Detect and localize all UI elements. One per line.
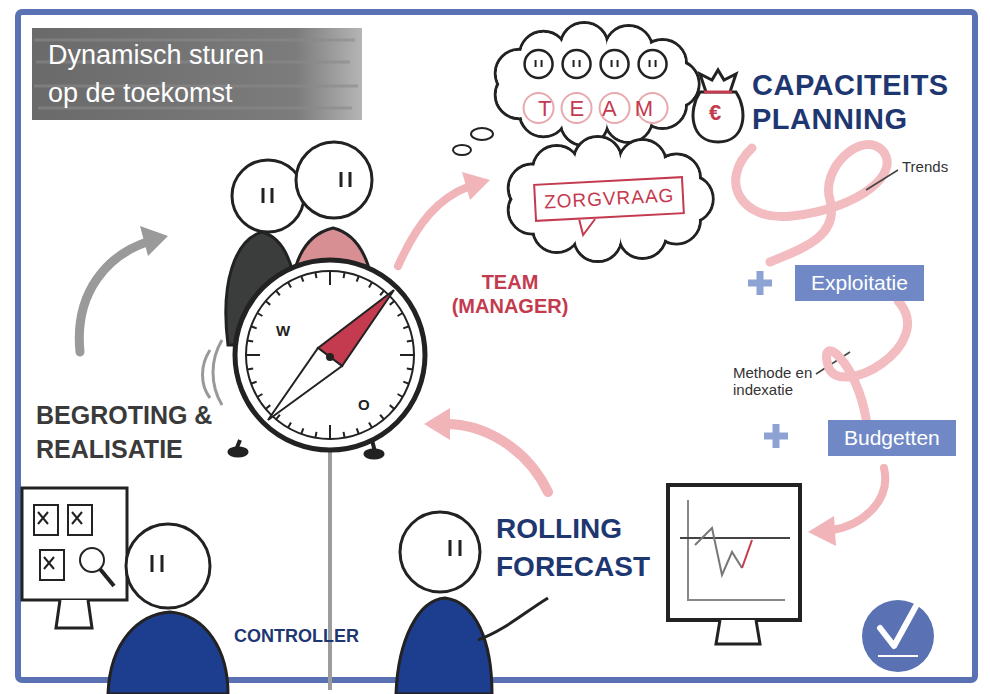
label-box: TEAM (MANAGER): [440, 270, 580, 318]
compass-tick: [398, 313, 403, 316]
thought-cloud: TEAM: [490, 20, 701, 148]
compass-tick: [301, 276, 303, 282]
compass-tick: [400, 354, 414, 356]
compass-tick: [329, 271, 331, 285]
budget-monitor: [22, 488, 127, 628]
title: Dynamisch sturen op de toekomst: [48, 36, 288, 112]
forecast-monitor: [668, 485, 800, 644]
compass-tick: [390, 405, 395, 409]
plan-band: Budgetten: [828, 420, 956, 456]
section-heading: ROLLING FORECAST: [496, 510, 666, 586]
callout-label: Methode en indexatie: [733, 364, 833, 398]
compass-tick: [390, 301, 395, 305]
compass-tick: [266, 405, 271, 409]
cloud-outline: [490, 20, 701, 148]
compass-tick: [344, 432, 345, 438]
compass-tick: [251, 326, 257, 328]
speech-box-text: ZORGVRAAG: [533, 176, 685, 222]
grey-arrow: [79, 226, 168, 352]
label-box: W: [276, 322, 298, 339]
compass-tick: [246, 354, 260, 356]
compass-tick: [369, 282, 372, 287]
title-box: Dynamisch sturen op de toekomst: [48, 36, 348, 112]
currency-symbol: €: [709, 100, 729, 126]
role-label: CONTROLLER: [234, 626, 384, 647]
compass-tick: [403, 382, 409, 384]
compass-tick: [380, 291, 384, 296]
compass-tick: [329, 425, 331, 439]
cloud-text: TEAM: [520, 96, 671, 122]
label-box: CAPACITEITS PLANNING: [752, 68, 967, 136]
label-box: Trends: [902, 158, 972, 175]
compass: [235, 260, 425, 450]
compass-tick: [257, 394, 262, 397]
loop-connector: [826, 301, 907, 420]
compass-tick: [288, 282, 291, 287]
money-bag: [693, 70, 743, 142]
compass-tick: [266, 301, 271, 305]
budget-arrow: [808, 468, 885, 546]
compass-tick: [251, 382, 257, 384]
compass-tick: [247, 340, 253, 341]
compass-tick: [344, 272, 345, 278]
compass-tick: [276, 291, 280, 296]
plus-sign: [748, 271, 788, 448]
compass-tick: [315, 432, 316, 438]
compass-tick: [288, 423, 291, 428]
compass-tick: [247, 369, 253, 370]
section-heading: BEGROTING & REALISATIE: [36, 398, 241, 466]
compass-tick: [407, 340, 413, 341]
compass-tick: [380, 415, 384, 420]
band-text: Budgetten: [844, 426, 940, 450]
frame: [18, 12, 975, 680]
compass-tick: [276, 415, 280, 420]
pole: [328, 452, 332, 690]
thought-cloud: ZORGVRAAG: [503, 134, 715, 264]
label-box: O: [358, 396, 380, 413]
compass-letter: O: [358, 396, 380, 413]
forecast-arrow: [424, 408, 548, 492]
label-box: €: [709, 100, 729, 126]
logo: [862, 600, 934, 672]
compass-tick: [398, 394, 403, 397]
section-heading: CAPACITEITS PLANNING: [752, 68, 967, 136]
role-label: TEAM (MANAGER): [440, 270, 580, 318]
compass-letter: W: [276, 322, 298, 339]
compass-tick: [407, 369, 413, 370]
callout-label: Trends: [902, 158, 972, 175]
trend-loop: [736, 144, 898, 262]
plan-band: Exploitatie: [795, 265, 924, 301]
label-box: BEGROTING & REALISATIE: [36, 398, 241, 466]
compass-tick: [369, 423, 372, 428]
compass-tick: [315, 272, 316, 278]
band-text: Exploitatie: [811, 271, 908, 295]
compass-tick: [403, 326, 409, 328]
label-box: CONTROLLER: [234, 626, 384, 647]
label-box: ROLLING FORECAST: [496, 510, 666, 586]
thought-arrow: [398, 128, 493, 266]
compass-tick: [257, 313, 262, 316]
person: [108, 524, 228, 694]
title-banner: [32, 28, 362, 120]
compass-tick: [357, 428, 359, 434]
compass-tick: [357, 276, 359, 282]
compass-tick: [301, 428, 303, 434]
label-box: Methode en indexatie: [733, 364, 833, 398]
